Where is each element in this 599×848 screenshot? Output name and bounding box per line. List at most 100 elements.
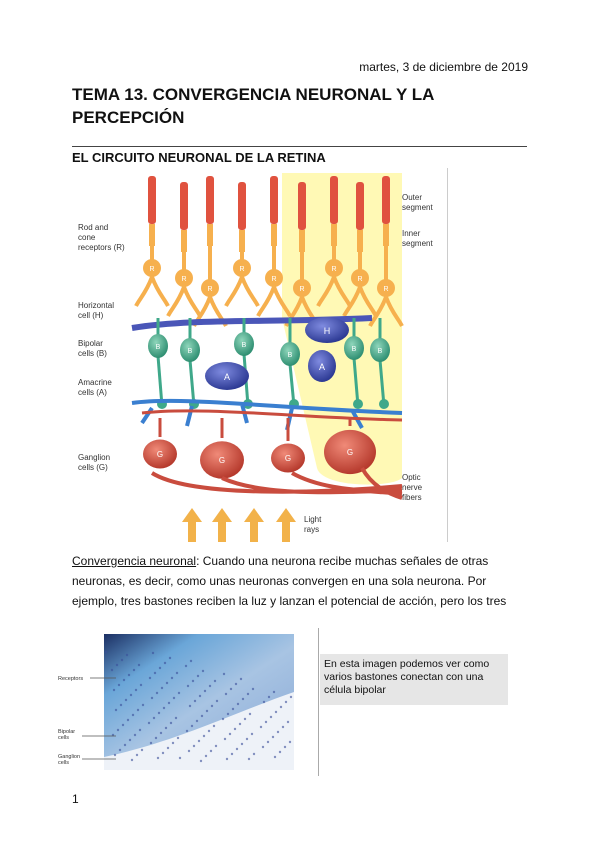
micrograph-nucleus bbox=[177, 691, 181, 695]
micrograph-nucleus bbox=[247, 757, 251, 761]
ganglion-letter: G bbox=[347, 448, 353, 457]
micrograph-nucleus bbox=[115, 663, 119, 667]
receptor-stalk bbox=[358, 252, 362, 270]
ganglion-dendrites bbox=[141, 409, 403, 422]
micrograph-nucleus bbox=[123, 743, 127, 747]
micrograph-nucleus bbox=[113, 753, 117, 757]
receptor-letter: R bbox=[181, 276, 186, 283]
receptor-letter: R bbox=[383, 286, 388, 293]
receptor-inner-segment bbox=[181, 230, 187, 252]
micrograph-nucleus bbox=[137, 663, 141, 667]
micrograph-nucleus bbox=[163, 661, 167, 665]
micrograph-nucleus bbox=[121, 723, 125, 727]
micrograph-nucleus bbox=[209, 749, 213, 753]
micrograph-nucleus bbox=[130, 758, 134, 762]
amacrine-cell-body-2 bbox=[308, 350, 336, 382]
figure-divider bbox=[447, 168, 448, 542]
micrograph-nucleus bbox=[184, 664, 188, 668]
micrograph-nucleus bbox=[208, 684, 212, 688]
micrograph-nucleus bbox=[210, 704, 214, 708]
micrograph-nucleus bbox=[224, 692, 228, 696]
micrograph-nucleus bbox=[175, 671, 179, 675]
micrograph-nucleus bbox=[176, 736, 180, 740]
receptor-letter: R bbox=[357, 276, 362, 283]
receptor-inner-segment bbox=[271, 224, 277, 246]
micrograph-nucleus bbox=[111, 733, 115, 737]
micrograph-nucleus bbox=[243, 717, 247, 721]
ganglion-letter: G bbox=[219, 456, 225, 465]
micrograph-nucleus bbox=[118, 748, 122, 752]
bipolar-letter: B bbox=[288, 352, 293, 359]
micrograph-nucleus bbox=[134, 688, 138, 692]
micrograph-nucleus bbox=[151, 651, 155, 655]
micrograph-nucleus bbox=[150, 696, 154, 700]
micrograph-nucleus bbox=[235, 747, 239, 751]
ganglion-letter: G bbox=[285, 454, 291, 463]
micrograph-nucleus bbox=[281, 725, 285, 729]
micrograph-nucleus bbox=[157, 711, 161, 715]
receptor-terminal bbox=[256, 286, 292, 317]
section-heading: EL CIRCUITO NEURONAL DE LA RETINA bbox=[72, 150, 326, 165]
receptor-outer-segment bbox=[330, 176, 338, 224]
receptor-terminal bbox=[166, 286, 202, 317]
receptor-inner-segment bbox=[331, 224, 337, 246]
micrograph-nucleus bbox=[276, 730, 280, 734]
receptor-body bbox=[351, 269, 369, 287]
micrograph-nucleus bbox=[274, 710, 278, 714]
receptor-terminal bbox=[342, 286, 378, 317]
micrograph-nucleus bbox=[156, 756, 160, 760]
micrograph-nucleus bbox=[138, 728, 142, 732]
micrograph-nucleus bbox=[127, 673, 131, 677]
micrograph-nucleus bbox=[172, 696, 176, 700]
micrograph-nucleus bbox=[148, 676, 152, 680]
light-ray-shaft bbox=[282, 520, 290, 542]
bipolar-body bbox=[280, 342, 300, 366]
micrograph-nucleus bbox=[250, 732, 254, 736]
micrograph-nucleus bbox=[169, 721, 173, 725]
light-ray-shaft bbox=[250, 520, 258, 542]
micrograph-nucleus bbox=[135, 753, 139, 757]
term-convergencia: Convergencia neuronal bbox=[72, 554, 197, 568]
amacrine-cell-body-1 bbox=[205, 362, 249, 390]
micrograph-nucleus bbox=[267, 695, 271, 699]
micrograph-nucleus bbox=[259, 725, 263, 729]
micrograph-nucleus bbox=[289, 695, 293, 699]
amacrine-cell-letter-2: A bbox=[319, 362, 325, 372]
micrograph-nucleus bbox=[147, 721, 151, 725]
micrograph-nucleus bbox=[120, 658, 124, 662]
micrograph-nucleus bbox=[168, 656, 172, 660]
micrograph-nucleus bbox=[286, 720, 290, 724]
micrograph-nucleus bbox=[225, 757, 229, 761]
micrograph-nucleus bbox=[191, 679, 195, 683]
receptor-stalk bbox=[240, 252, 244, 260]
receptor-letter: R bbox=[299, 286, 304, 293]
micrograph-nucleus bbox=[240, 742, 244, 746]
micrograph-nucleus bbox=[110, 668, 114, 672]
receptor-body bbox=[377, 279, 395, 297]
micrograph-nucleus bbox=[197, 739, 201, 743]
micrograph-nucleus bbox=[185, 729, 189, 733]
receptor-body bbox=[175, 269, 193, 287]
bipolar-axon bbox=[352, 357, 360, 407]
micrograph-nucleus bbox=[284, 700, 288, 704]
bipolar-body bbox=[344, 336, 364, 360]
receptor-stalk bbox=[150, 246, 154, 260]
receptor-body bbox=[143, 259, 161, 277]
micrograph-nucleus bbox=[178, 756, 182, 760]
receptor-outer-segment bbox=[356, 182, 364, 230]
micrograph-nucleus bbox=[230, 752, 234, 756]
bipolar-axon bbox=[378, 359, 386, 407]
bipolar-letter: B bbox=[378, 348, 383, 355]
micrograph-nucleus bbox=[241, 697, 245, 701]
micrograph-nucleus bbox=[248, 712, 252, 716]
receptor-inner-segment bbox=[207, 224, 213, 246]
micrograph-nucleus bbox=[283, 745, 287, 749]
receptor-stalk bbox=[182, 252, 186, 270]
